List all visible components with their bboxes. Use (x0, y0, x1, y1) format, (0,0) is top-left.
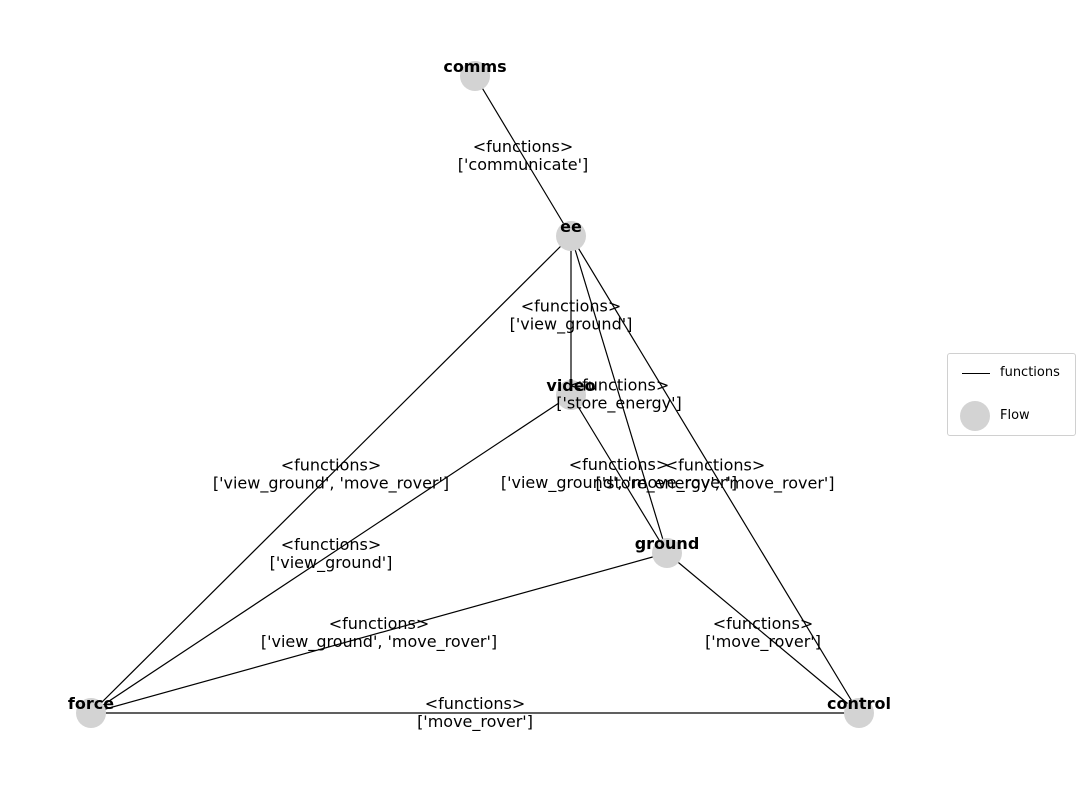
edge-video-ground (570, 394, 668, 554)
edges-layer (90, 75, 860, 714)
edge-label-video-ground: <functions>['view_ground', 'move_rover'] (501, 455, 737, 493)
node-ee (556, 221, 586, 251)
node-comms (460, 61, 490, 91)
edge-ee-force (90, 235, 572, 714)
nodes-layer (76, 61, 874, 728)
edge-label-ee-video: <functions>['view_ground'] (510, 297, 633, 335)
node-label-force: force (68, 694, 114, 713)
node-label-ground: ground (635, 534, 700, 553)
edge-label-ground-force: <functions>['view_ground', 'move_rover'] (261, 614, 497, 652)
edge-comms-ee (474, 75, 572, 237)
edge-labels-layer: <functions>['communicate'] <functions>['v… (213, 137, 835, 732)
legend-node-icon (960, 401, 990, 431)
edge-ee-control (570, 235, 860, 714)
edge-label-video-force: <functions>['view_ground'] (270, 535, 393, 573)
edge-ground-force (90, 552, 668, 714)
edge-video-force (90, 394, 572, 714)
edge-label-ee-ground: <functions>['store_energy'] (556, 376, 682, 414)
legend-edge-label: functions (1000, 365, 1060, 380)
node-label-control: control (827, 694, 891, 713)
legend-line-icon (962, 373, 990, 374)
node-ground (652, 538, 682, 568)
edge-label-force-control: <functions>['move_rover'] (417, 694, 533, 732)
edge-label-ee-force: <functions>['view_ground', 'move_rover'] (213, 456, 449, 494)
legend: functions Flow (947, 353, 1076, 436)
legend-node-label: Flow (1000, 408, 1030, 423)
edge-label-ee-control: <functions>['store_energy', 'move_rover'… (595, 456, 834, 494)
node-control (844, 698, 874, 728)
edge-label-comms-ee: <functions>['communicate'] (458, 137, 588, 174)
node-label-comms: comms (443, 57, 506, 76)
node-force (76, 698, 106, 728)
node-label-video: video (546, 376, 595, 395)
edge-label-ground-control: <functions>['move_rover'] (705, 614, 821, 652)
edge-ground-control (666, 552, 860, 714)
edge-ee-ground (570, 235, 668, 554)
node-video (556, 380, 586, 410)
node-label-ee: ee (560, 217, 582, 236)
node-labels-layer: comms ee video ground force control (68, 57, 891, 713)
